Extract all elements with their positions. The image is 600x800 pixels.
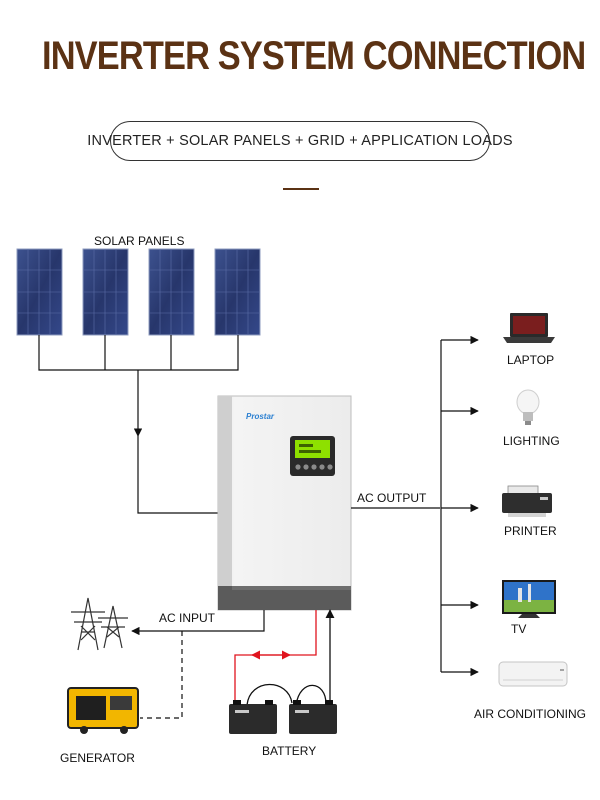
- solar-panels: [16, 248, 261, 336]
- inverter-button: [327, 464, 333, 470]
- load-label-lighting: LIGHTING: [503, 434, 560, 448]
- lcd-screen: [295, 440, 330, 458]
- tv-icon: [502, 580, 556, 618]
- label-ac-output: AC OUTPUT: [357, 491, 427, 505]
- battery-icon: [229, 700, 277, 734]
- load-label-printer: PRINTER: [504, 524, 557, 538]
- load-label-air-conditioning: AIR CONDITIONING: [474, 707, 587, 721]
- solar-panel-icon: [82, 248, 129, 336]
- label-ac-input: AC INPUT: [159, 611, 216, 625]
- inverter-brand-logo: Prostar: [246, 412, 275, 421]
- solar-panel-icon: [16, 248, 63, 336]
- subtitle-text: INVERTER + SOLAR PANELS + GRID + APPLICA…: [87, 133, 513, 149]
- inverter-button: [319, 464, 325, 470]
- load-label-tv: TV: [511, 622, 527, 636]
- battery-wiring: [234, 609, 335, 721]
- light-bulb-icon: [516, 389, 540, 425]
- label-generator: GENERATOR: [60, 751, 135, 765]
- label-solar-panels: SOLAR PANELS: [94, 234, 185, 248]
- label-battery: BATTERY: [262, 744, 317, 758]
- solar-panel-icon: [148, 248, 195, 336]
- inverter-button: [311, 464, 317, 470]
- solar-panel-icon: [214, 248, 261, 336]
- page-title: INVERTER SYSTEM CONNECTION: [42, 34, 586, 78]
- ac-input-wiring: [131, 610, 265, 719]
- generator-icon: [67, 687, 139, 734]
- printer-icon: [502, 485, 552, 517]
- laptop-icon: [503, 313, 555, 343]
- ac-output-wiring: [351, 335, 479, 677]
- subtitle-box: INVERTER + SOLAR PANELS + GRID + APPLICA…: [87, 121, 513, 161]
- power-tower-icon: [71, 597, 128, 651]
- inverter-unit: Prostar: [217, 395, 352, 611]
- air-conditioner-icon: [498, 661, 568, 687]
- inverter-button: [295, 464, 301, 470]
- solar-wiring: [38, 335, 239, 514]
- accent-divider: [283, 188, 319, 190]
- battery-icon: [289, 700, 337, 734]
- load-label-laptop: LAPTOP: [507, 353, 555, 367]
- inverter-button: [303, 464, 309, 470]
